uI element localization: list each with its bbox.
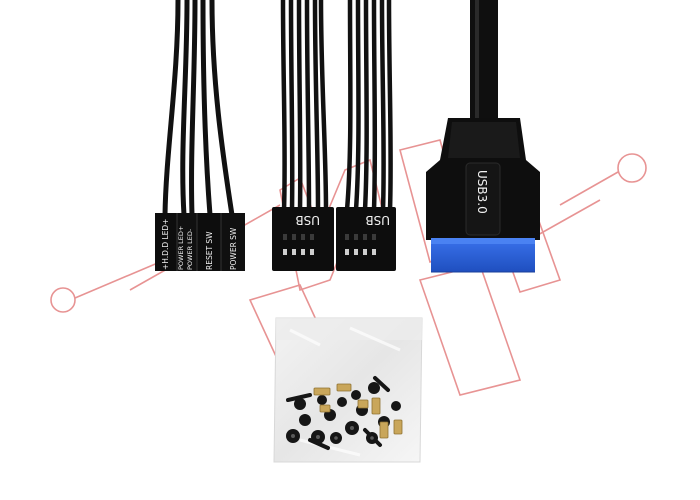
usb3-cable bbox=[470, 0, 498, 120]
label-reset-sw: RESET SW bbox=[205, 231, 214, 270]
usb3-header-text: USB3.0 bbox=[475, 170, 489, 214]
usb2-header-right-text: USB bbox=[365, 213, 390, 227]
label-power-sw: POWER SW bbox=[229, 227, 238, 270]
usb2-header-right: USB bbox=[336, 207, 396, 271]
front-panel-connectors: +H.D.D LED+ POWER LED+ POWER LED- RESET … bbox=[155, 213, 245, 271]
screws bbox=[286, 376, 403, 450]
front-panel-cables bbox=[162, 0, 235, 218]
label-hdd-led: +H.D.D LED+ bbox=[161, 219, 170, 270]
usb2-cables-right bbox=[344, 0, 393, 213]
label-power-led-plus: POWER LED+ bbox=[177, 226, 185, 270]
usb2-cables-left bbox=[280, 0, 329, 213]
usb2-header-left: USB bbox=[272, 207, 334, 271]
usb2-header-left-text: USB bbox=[295, 213, 320, 227]
usb3-header: USB3.0 bbox=[426, 118, 540, 273]
label-power-led-minus: POWER LED- bbox=[186, 228, 194, 270]
